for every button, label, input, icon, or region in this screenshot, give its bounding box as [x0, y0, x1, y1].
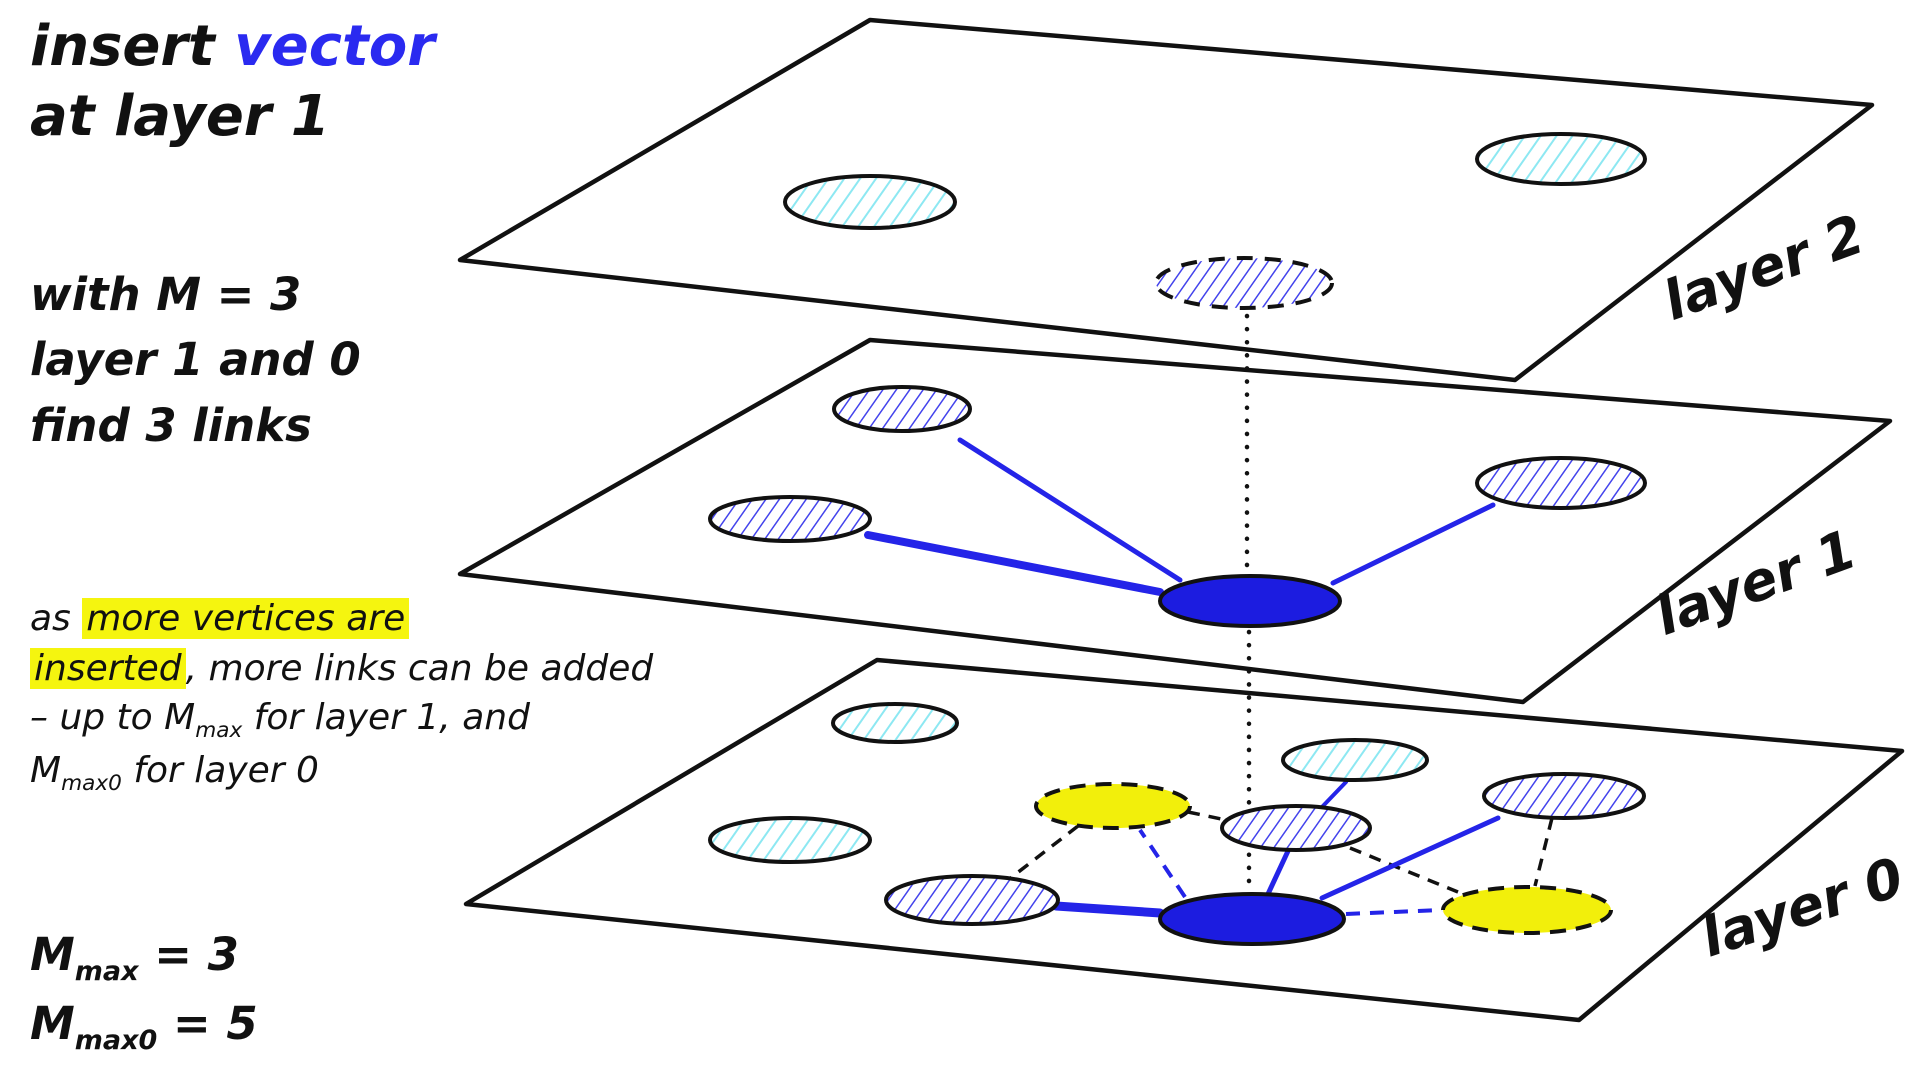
node-l0-cyan-c [708, 816, 872, 864]
insertion-note-line-2: inserted, more links can be added [30, 644, 653, 694]
layer0-plane [463, 657, 1905, 1023]
edge-l0-dashed-inserted-yellowA [1138, 828, 1187, 899]
m-max0-value: = 5 [173, 997, 258, 1051]
page-title: insert vector at layer 1 [30, 12, 435, 152]
edge-l1-link-c [1330, 502, 1496, 586]
layer2-plane [457, 17, 1875, 383]
edge-l0-blueA-cyanB [1320, 780, 1348, 809]
insertion-note: as more vertices are inserted, more link… [30, 594, 653, 799]
node-l0-cyan-b [1281, 738, 1429, 782]
insertion-note-seg-6: for layer 0 [133, 750, 319, 792]
title-line-1: insert vector [30, 12, 435, 82]
insertion-note-line-4: Mmax0 for layer 0 [30, 746, 653, 799]
node-l0-inserted-vector [1158, 892, 1346, 946]
node-l0-yellow-b [1441, 885, 1613, 935]
edge-l1-link-b [864, 531, 1164, 596]
edge-l0-inserted-blueA [1265, 848, 1291, 897]
node-l0-cyan-a [831, 702, 959, 744]
m-max-value-line: Mmax = 3 [30, 922, 258, 991]
m-max-value: = 3 [154, 928, 239, 981]
highlighted-text-1: more vertices are [82, 598, 410, 639]
edge-l0-dashed-yellowA-blueC [1006, 824, 1080, 882]
insertion-note-line-1: as more vertices are [30, 594, 653, 644]
title-word-insert: insert [30, 14, 215, 79]
edge-l0-dashed-yellowA-blueA [1187, 810, 1227, 822]
m-max-sub: max [74, 956, 139, 987]
node-l0-blue-c [884, 874, 1060, 926]
m-note-line-1: with M = 3 [30, 268, 302, 321]
layer1-plane [457, 337, 1893, 705]
m-note-line-3: find 3 links [30, 398, 312, 452]
edge-l0-dashed-inserted-yellowB [1345, 908, 1443, 916]
insertion-note-seg-as: as [30, 598, 71, 639]
node-l2-a [783, 174, 957, 230]
m-note-line-2: layer 1 and 0 [30, 333, 361, 387]
insertion-note-seg-5: M [30, 750, 62, 792]
m-parameter-note: with M = 3 layer 1 and 0 find 3 links [30, 262, 361, 458]
node-l1-c [1475, 456, 1647, 510]
parameter-values: Mmax = 3 Mmax0 = 5 [30, 922, 258, 1060]
m-max0-base: M [30, 997, 75, 1051]
title-word-vector: vector [234, 14, 435, 79]
node-l1-inserted-vector [1158, 574, 1342, 628]
edge-l0-inserted-blueC [1051, 901, 1165, 918]
node-l0-yellow-a [1034, 782, 1192, 830]
edge-l1-link-a [957, 437, 1183, 583]
title-word-layer1: layer 1 [114, 84, 330, 149]
node-l1-b [708, 495, 872, 543]
m-max-subscript: max [195, 718, 243, 744]
title-line-2: at layer 1 [30, 82, 435, 152]
highlighted-text-2: inserted [30, 647, 186, 689]
m-max0-sub: max0 [74, 1025, 158, 1057]
node-l0-blue-a [1220, 804, 1372, 852]
insertion-note-seg-4: for layer 1, and [253, 697, 530, 739]
node-l2-query-dashed [1154, 256, 1334, 310]
edge-l0-inserted-blueB [1319, 815, 1501, 901]
node-l0-blue-b [1482, 772, 1646, 820]
m-max-base: M [30, 928, 75, 981]
insertion-note-seg-2: , more links can be added [185, 647, 654, 689]
insertion-note-seg-3: – up to M [30, 697, 196, 739]
m-max0-value-line: Mmax0 = 5 [30, 991, 258, 1060]
node-l1-a [832, 385, 972, 433]
insertion-note-line-3: – up to Mmax for layer 1, and [30, 693, 653, 746]
edge-l0-dashed-blueB-yellowB [1533, 817, 1554, 887]
node-l2-b [1475, 132, 1647, 186]
title-word-at: at [30, 84, 95, 149]
m-max0-subscript: max0 [61, 771, 122, 797]
